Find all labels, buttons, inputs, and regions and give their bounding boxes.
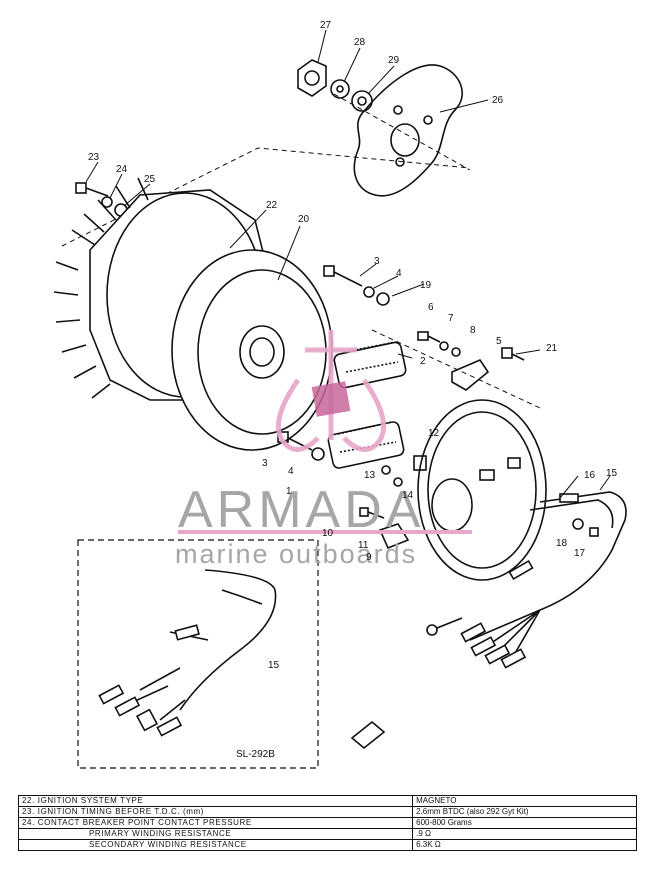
callout: 25 <box>144 174 156 185</box>
connector-fragment <box>350 720 386 750</box>
spec-row: PRIMARY WINDING RESISTANCE .9 Ω <box>17 828 637 840</box>
callout: 19 <box>420 280 432 291</box>
ignition-spec-table: 22. IGNITION SYSTEM TYPE MAGNETO 23. IGN… <box>17 795 637 851</box>
callout: 16 <box>584 470 596 481</box>
callout: 1 <box>286 486 292 497</box>
callout: 9 <box>366 552 372 563</box>
callout-numbers: 27 28 29 26 23 24 25 22 20 3 4 19 6 7 8 … <box>88 20 618 671</box>
callout: 5 <box>496 336 502 347</box>
callout: 6 <box>428 302 434 313</box>
inset-lead-wire-15 <box>98 569 277 737</box>
spec-row: 24. CONTACT BREAKER POINT CONTACT PRESSU… <box>17 817 637 829</box>
callout: 4 <box>396 268 402 279</box>
washer-24 <box>101 196 113 208</box>
callout: 23 <box>88 152 100 163</box>
callout: 12 <box>428 428 440 439</box>
callout: 2 <box>420 356 426 367</box>
callout: 8 <box>470 325 476 336</box>
callout: 3 <box>262 458 268 469</box>
spec-value: 6.3K Ω <box>412 839 637 851</box>
callout: 10 <box>322 528 334 539</box>
callout: 20 <box>298 214 310 225</box>
callout: 24 <box>116 164 128 175</box>
watermark-brand: ARMADA <box>178 481 424 539</box>
callout: 22 <box>266 200 278 211</box>
flywheel-rotor-20 <box>171 249 333 451</box>
callout: 3 <box>374 256 380 267</box>
callout: 28 <box>354 37 366 48</box>
spec-row: 23. IGNITION TIMING BEFORE T.D.C. (mm) 2… <box>17 806 637 818</box>
callout: 17 <box>574 548 586 559</box>
callout: 15 <box>268 660 280 671</box>
callout: 4 <box>288 466 294 477</box>
callout: 15 <box>606 468 618 479</box>
callout: 14 <box>402 490 414 501</box>
spec-value: .9 Ω <box>412 828 637 840</box>
spec-row: 22. IGNITION SYSTEM TYPE MAGNETO <box>17 795 637 807</box>
contact-breaker-5 <box>451 359 490 391</box>
spec-label: 23. IGNITION TIMING BEFORE T.D.C. (mm) <box>17 806 414 818</box>
spec-value: 600-800 Grams <box>412 817 637 829</box>
screw-3-upper <box>323 265 363 287</box>
condenser-12 <box>413 455 427 471</box>
washer-28 <box>330 79 350 99</box>
terminal-9 <box>378 523 410 550</box>
stator-base-plate <box>417 399 547 581</box>
lead-wire-15 <box>426 491 627 669</box>
callout: 26 <box>492 95 504 106</box>
spec-label: 22. IGNITION SYSTEM TYPE <box>17 795 414 807</box>
inset-box <box>77 539 319 769</box>
callout: 29 <box>388 55 400 66</box>
washer-29 <box>351 90 373 112</box>
callout: 13 <box>364 470 376 481</box>
spec-label: SECONDARY WINDING RESISTANCE <box>17 839 414 851</box>
callout: 11 <box>358 540 369 551</box>
callout: 7 <box>448 313 454 324</box>
bolt-23 <box>75 182 109 197</box>
spec-label: 24. CONTACT BREAKER POINT CONTACT PRESSU… <box>17 817 414 829</box>
coil-assembly-1 <box>327 421 405 469</box>
spec-label: PRIMARY WINDING RESISTANCE <box>17 828 414 840</box>
spec-value: 2.6mm BTDC (also 292 Gyt Kit) <box>412 806 637 818</box>
coil-assembly-2 <box>333 341 407 389</box>
callout: 18 <box>556 538 568 549</box>
plate-26 <box>353 64 464 197</box>
callout: 27 <box>320 20 332 31</box>
callout: 21 <box>546 343 558 354</box>
spec-value: MAGNETO <box>412 795 637 807</box>
nut-27 <box>297 59 327 97</box>
spec-row: SECONDARY WINDING RESISTANCE 6.3K Ω <box>17 839 637 851</box>
inset-label: SL-292B <box>236 749 275 760</box>
watermark-tagline: marine outboards <box>175 539 417 569</box>
